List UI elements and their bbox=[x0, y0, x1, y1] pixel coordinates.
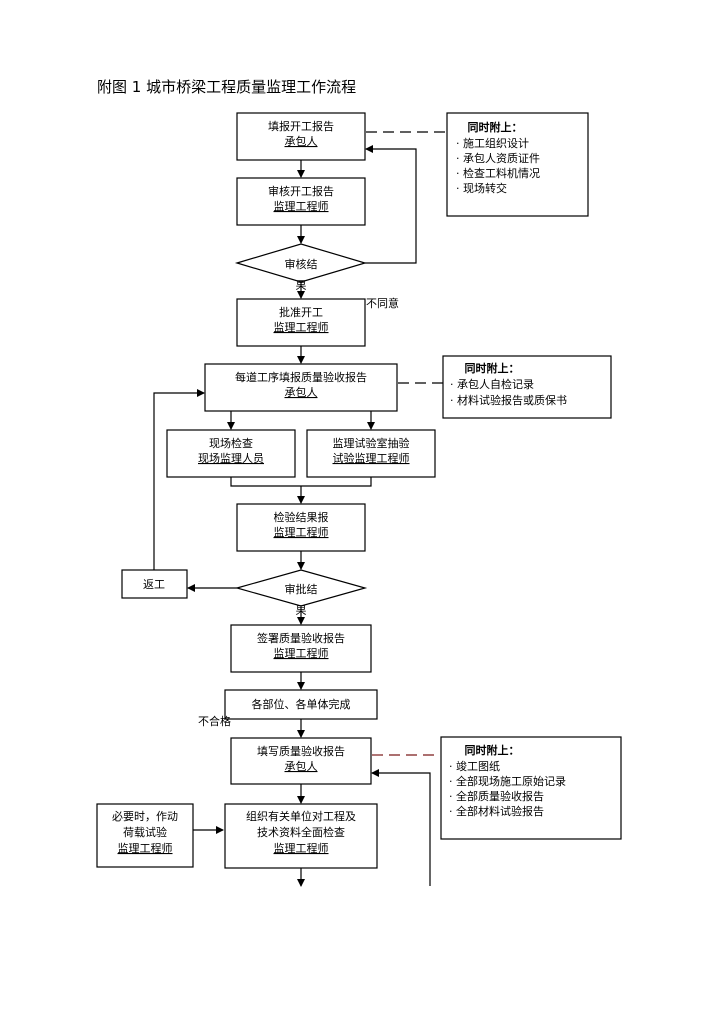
node-submit-start-report: 填报开工报告 承包人 bbox=[236, 112, 366, 161]
node-text: 批准开工 bbox=[279, 305, 323, 319]
node-full-inspection: 组织有关单位对工程及 技术资料全面检查 监理工程师 bbox=[224, 803, 378, 869]
merge-line bbox=[230, 477, 372, 487]
node-text: 技术资料全面检查 bbox=[257, 825, 345, 839]
node-inspection-result-report: 检验结果报 监理工程师 bbox=[236, 503, 366, 552]
node-rework: 返工 bbox=[121, 569, 188, 599]
label-fail: 不合格 bbox=[198, 714, 231, 728]
attachment-item: · 施工组织设计 bbox=[456, 136, 529, 150]
node-site-inspection: 现场检查 现场监理人员 bbox=[166, 429, 296, 478]
node-parts-complete: 各部位、各单体完成 bbox=[224, 689, 378, 720]
decision-text-wrap: 果 bbox=[296, 604, 307, 617]
node-text: 审核开工报告 bbox=[268, 184, 334, 198]
attachment-item: · 全部现场施工原始记录 bbox=[449, 774, 566, 788]
node-text: 填报开工报告 bbox=[268, 119, 334, 133]
attachment-item: · 检查工料机情况 bbox=[456, 166, 540, 180]
node-text: 组织有关单位对工程及 bbox=[246, 809, 356, 823]
node-review-start-report: 审核开工报告 监理工程师 bbox=[236, 177, 366, 226]
node-role: 监理工程师 bbox=[274, 321, 329, 334]
node-text: 每道工序填报质量验收报告 bbox=[235, 370, 367, 384]
attachment-box-3: 同时附上： · 竣工图纸 · 全部现场施工原始记录 · 全部质量验收报告 · 全… bbox=[440, 736, 622, 840]
node-role: 监理工程师 bbox=[274, 200, 329, 213]
node-role: 承包人 bbox=[285, 760, 318, 773]
attachment-item: · 全部材料试验报告 bbox=[449, 804, 544, 818]
connectors bbox=[153, 131, 447, 887]
node-role: 监理工程师 bbox=[274, 647, 329, 660]
node-lab-sampling: 监理试验室抽验 试验监理工程师 bbox=[306, 429, 436, 478]
attachment-heading: 同时附上： bbox=[465, 743, 520, 757]
node-process-quality-report: 每道工序填报质量验收报告 承包人 bbox=[204, 363, 398, 412]
node-role: 现场监理人员 bbox=[198, 451, 264, 465]
attachment-item: · 材料试验报告或质保书 bbox=[450, 393, 567, 407]
label-disagree: 不同意 bbox=[366, 296, 399, 310]
node-role: 承包人 bbox=[285, 135, 318, 148]
attachment-item: · 全部质量验收报告 bbox=[449, 789, 544, 803]
node-text: 监理试验室抽验 bbox=[333, 436, 410, 450]
node-load-test: 必要时，作动 荷载试验 监理工程师 bbox=[96, 803, 194, 868]
decision-text-wrap: 果 bbox=[296, 279, 307, 292]
node-approve-start: 批准开工 监理工程师 bbox=[236, 298, 366, 347]
attachment-item: · 承包人自检记录 bbox=[450, 377, 534, 391]
node-text: 必要时，作动 bbox=[112, 810, 178, 823]
node-sign-quality-report: 签署质量验收报告 监理工程师 bbox=[230, 624, 372, 673]
page-title: 附图 1 城市桥梁工程质量监理工作流程 bbox=[97, 78, 357, 96]
attachment-box-2: 同时附上： · 承包人自检记录 · 材料试验报告或质保书 bbox=[442, 355, 612, 419]
attachment-item: · 现场转交 bbox=[456, 181, 507, 195]
attachment-box-1: 同时附上： · 施工组织设计 · 承包人资质证件 · 检查工料机情况 · 现场转… bbox=[446, 112, 589, 217]
node-text: 各部位、各单体完成 bbox=[252, 697, 351, 711]
decision-review-result: 审核结 果 bbox=[234, 243, 368, 292]
decision-text: 审批结 bbox=[285, 582, 318, 596]
node-text: 填写质量验收报告 bbox=[257, 744, 345, 758]
node-role: 监理工程师 bbox=[274, 842, 329, 855]
decision-text: 审核结 bbox=[285, 257, 318, 271]
node-fill-quality-report: 填写质量验收报告 承包人 bbox=[230, 737, 372, 785]
attachment-item: · 竣工图纸 bbox=[449, 759, 500, 773]
node-text: 现场检查 bbox=[209, 436, 253, 450]
attachment-heading: 同时附上： bbox=[468, 120, 523, 134]
node-role: 监理工程师 bbox=[118, 842, 173, 855]
node-text: 荷载试验 bbox=[123, 825, 167, 839]
node-text: 检验结果报 bbox=[274, 510, 329, 524]
attachment-heading: 同时附上： bbox=[465, 361, 520, 375]
node-role: 监理工程师 bbox=[274, 526, 329, 539]
node-text: 签署质量验收报告 bbox=[257, 631, 345, 645]
node-role: 承包人 bbox=[285, 386, 318, 399]
attachment-item: · 承包人资质证件 bbox=[456, 152, 540, 165]
arrow-d1-back-n1 bbox=[365, 145, 417, 264]
node-role: 试验监理工程师 bbox=[333, 451, 410, 465]
arrow-return-n9 bbox=[371, 769, 431, 886]
decision-approval-result: 审批结 果 bbox=[234, 569, 368, 617]
node-text: 返工 bbox=[143, 578, 165, 591]
arrow-rework-n4 bbox=[153, 389, 205, 570]
